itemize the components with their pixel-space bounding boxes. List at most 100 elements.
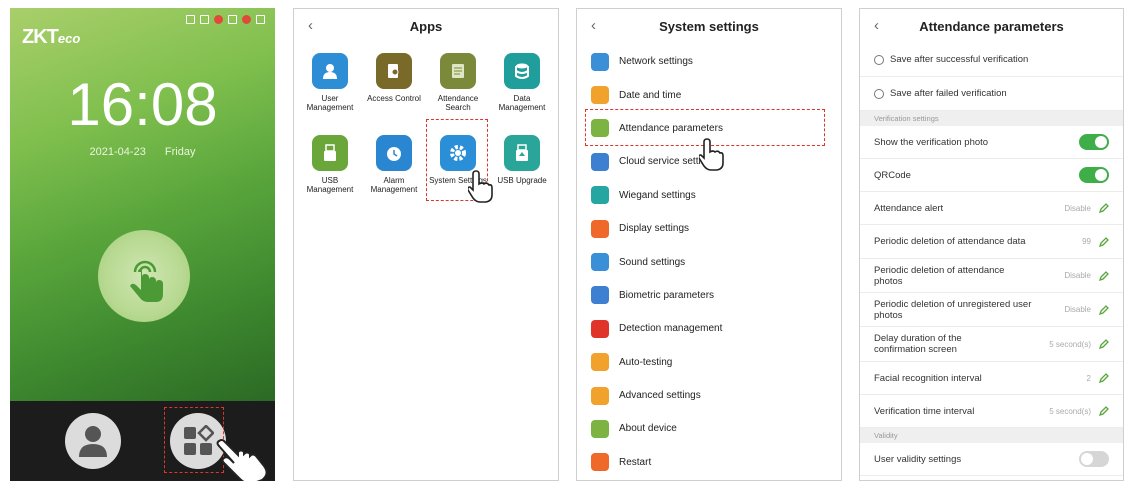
edit-pen-icon[interactable] bbox=[1099, 236, 1109, 247]
app-system-settings[interactable]: System Settings bbox=[426, 135, 490, 207]
back-chevron-icon[interactable]: ‹ bbox=[874, 17, 879, 34]
delay-duration-row[interactable]: Delay duration of the confirmation scree… bbox=[860, 327, 1123, 362]
user-validity-toggle[interactable] bbox=[1079, 451, 1109, 467]
app-usb-management[interactable]: USB Management bbox=[298, 135, 362, 207]
settings-item-network[interactable]: Network settings bbox=[577, 45, 841, 78]
setting-value: 5 second(s) bbox=[1049, 406, 1091, 416]
app-access-control[interactable]: Access Control bbox=[362, 53, 426, 125]
about-device-icon bbox=[591, 419, 609, 438]
periodic-deletion-data-row[interactable]: Periodic deletion of attendance data 99 bbox=[860, 225, 1123, 259]
settings-item-detection[interactable]: Detection management bbox=[577, 312, 841, 345]
app-label: Data Management bbox=[498, 94, 546, 112]
apps-header: ‹ Apps bbox=[294, 9, 558, 43]
hand-pointer-icon bbox=[468, 170, 493, 203]
periodic-deletion-photos-row[interactable]: Periodic deletion of attendance photos D… bbox=[860, 259, 1123, 293]
setting-value: 2 bbox=[1086, 373, 1091, 383]
settings-item-auto-testing[interactable]: Auto-testing bbox=[577, 346, 841, 379]
app-label: Access Control bbox=[367, 94, 421, 103]
edit-pen-icon[interactable] bbox=[1099, 406, 1109, 416]
periodic-deletion-unregistered-row[interactable]: Periodic deletion of unregistered user p… bbox=[860, 293, 1123, 327]
back-chevron-icon[interactable]: ‹ bbox=[308, 17, 313, 34]
setting-value: 5 second(s) bbox=[1049, 339, 1091, 349]
settings-item-attendance-parameters[interactable]: Attendance parameters bbox=[577, 112, 841, 145]
status-alert-icon bbox=[242, 15, 251, 24]
app-alarm-management[interactable]: Alarm Management bbox=[362, 135, 426, 207]
app-usb-upgrade[interactable]: USB Upgrade bbox=[490, 135, 554, 207]
edit-pen-icon[interactable] bbox=[1099, 270, 1109, 281]
biometric-icon bbox=[591, 286, 609, 305]
settings-item-label: Biometric parameters bbox=[619, 289, 715, 301]
verification-time-interval-row[interactable]: Verification time interval 5 second(s) bbox=[860, 395, 1123, 428]
settings-item-label: Detection management bbox=[619, 323, 723, 335]
app-user-management[interactable]: User Management bbox=[298, 53, 362, 125]
qrcode-row: QRCode bbox=[860, 159, 1123, 192]
settings-item-date-time[interactable]: Date and time bbox=[577, 78, 841, 111]
logo-suffix: eco bbox=[57, 31, 81, 46]
setting-label: QRCode bbox=[874, 169, 911, 181]
display-icon bbox=[591, 219, 609, 238]
user-management-icon bbox=[312, 53, 348, 89]
settings-item-label: Restart bbox=[619, 456, 652, 468]
date-row: 2021-04-23 Friday bbox=[10, 146, 275, 158]
radio-button[interactable] bbox=[874, 88, 884, 99]
app-label: User Management bbox=[306, 94, 354, 112]
date-text: 2021-04-23 bbox=[89, 146, 146, 158]
radio-button[interactable] bbox=[874, 54, 884, 65]
settings-item-label: About device bbox=[619, 423, 677, 435]
touch-verify-button[interactable] bbox=[98, 230, 190, 322]
app-label: Attendance Search bbox=[437, 94, 479, 112]
facial-recognition-interval-row[interactable]: Facial recognition interval 2 bbox=[860, 362, 1123, 395]
setting-value: 99 bbox=[1082, 237, 1091, 246]
restart-icon bbox=[591, 453, 609, 472]
app-data-management[interactable]: Data Management bbox=[490, 53, 554, 125]
settings-item-advanced[interactable]: Advanced settings bbox=[577, 379, 841, 412]
system-settings-list: Network settings Date and time Attendanc… bbox=[577, 45, 841, 479]
edit-pen-icon[interactable] bbox=[1099, 373, 1109, 383]
save-success-option[interactable]: Save after successful verification bbox=[860, 43, 1123, 77]
option-label: Save after successful verification bbox=[890, 54, 1029, 65]
settings-item-restart[interactable]: Restart bbox=[577, 446, 841, 479]
edit-pen-icon[interactable] bbox=[1099, 339, 1109, 349]
bottom-bar bbox=[10, 401, 275, 481]
logo-text: ZKT bbox=[22, 26, 59, 48]
apps-grid-icon bbox=[184, 425, 214, 455]
settings-item-about[interactable]: About device bbox=[577, 412, 841, 445]
show-photo-toggle[interactable] bbox=[1079, 134, 1109, 150]
sound-icon bbox=[591, 253, 609, 272]
setting-label: Attendance alert bbox=[874, 202, 944, 214]
clock: 16:08 bbox=[67, 71, 218, 138]
back-chevron-icon[interactable]: ‹ bbox=[591, 17, 596, 34]
setting-value: Disable bbox=[1064, 305, 1091, 314]
settings-item-label: Cloud service settings bbox=[619, 156, 717, 168]
setting-label: User validity settings bbox=[874, 453, 962, 465]
section-header-validity: Validity bbox=[860, 428, 1123, 443]
network-icon bbox=[591, 52, 609, 71]
edit-pen-icon[interactable] bbox=[1099, 203, 1109, 213]
settings-item-cloud-service[interactable]: Cloud service settings bbox=[577, 145, 841, 178]
system-settings-highlight bbox=[426, 119, 488, 201]
apps-button[interactable] bbox=[170, 413, 226, 469]
setting-value: Disable bbox=[1064, 271, 1091, 280]
settings-item-wiegand[interactable]: Wiegand settings bbox=[577, 179, 841, 212]
edit-pen-icon[interactable] bbox=[1099, 304, 1109, 315]
settings-item-label: Display settings bbox=[619, 223, 690, 235]
qrcode-toggle[interactable] bbox=[1079, 167, 1109, 183]
attendance-alert-row[interactable]: Attendance alert Disable bbox=[860, 192, 1123, 225]
settings-item-biometric[interactable]: Biometric parameters bbox=[577, 279, 841, 312]
status-alert-icon bbox=[214, 15, 223, 24]
app-label: USB Management bbox=[306, 176, 354, 194]
app-label: System Settings bbox=[429, 176, 487, 185]
option-label: Save after failed verification bbox=[890, 88, 1007, 99]
usb-upgrade-icon bbox=[504, 135, 540, 171]
save-failed-option[interactable]: Save after failed verification bbox=[860, 77, 1123, 111]
setting-label: Delay duration of the confirmation scree… bbox=[874, 333, 962, 355]
user-button[interactable] bbox=[65, 413, 121, 469]
setting-label: Verification time interval bbox=[874, 405, 975, 417]
data-management-icon bbox=[504, 53, 540, 89]
settings-item-sound[interactable]: Sound settings bbox=[577, 245, 841, 278]
app-attendance-search[interactable]: Attendance Search bbox=[426, 53, 490, 125]
hand-pointer-icon bbox=[699, 138, 724, 171]
settings-item-display[interactable]: Display settings bbox=[577, 212, 841, 245]
setting-value: Disable bbox=[1064, 203, 1091, 213]
status-icon bbox=[256, 15, 265, 24]
